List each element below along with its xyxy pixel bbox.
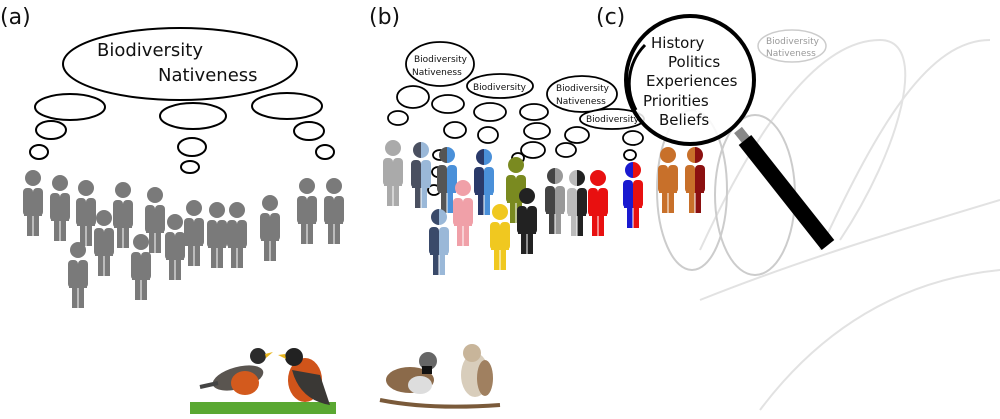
robin-birds-illustration [190,348,336,414]
people-group [23,140,705,308]
person-icon [490,204,510,270]
person-icon [94,210,114,276]
person-icon [383,140,403,206]
lens-word-politics: Politics [668,53,720,71]
bubble-b3-line1: Biodiversity [556,84,610,94]
person-icon [113,182,133,248]
person-icon [545,168,565,234]
person-icon [207,202,227,268]
lens-word-beliefs: Beliefs [659,111,709,129]
person-icon [50,175,70,241]
bubble-b1-line1: Biodiversity [414,55,468,65]
person-icon [588,170,608,236]
person-icon [567,170,587,236]
person-icon [165,214,185,280]
bubble-b2-line1: Biodiversity [473,83,527,93]
person-icon [623,162,643,228]
person-icon [68,242,88,308]
lens-word-history: History [651,34,704,52]
panel-b-thought-bubbles [387,41,645,196]
panel-a-thought-bubbles [29,27,335,174]
lens-word-priorities: Priorities [643,92,709,110]
person-icon [131,234,151,300]
person-icon [184,200,204,266]
bubble-b4-line1: Biodiversity [586,115,640,125]
lens-word-experiences: Experiences [646,72,738,90]
bubble-text-nativeness: Nativeness [158,65,258,86]
faded-bubble-line2: Nativeness [766,49,816,59]
panel-label-a: (a) [0,5,31,30]
person-icon [517,188,537,254]
faded-background-shapes [656,38,1000,411]
person-icon [145,187,165,253]
sparrow-birds-illustration [379,344,501,409]
panel-label-c: (c) [596,5,625,30]
bubble-b1-line2: Nativeness [412,68,462,78]
person-icon [437,147,457,213]
panel-label-b: (b) [369,5,400,30]
person-icon [23,170,43,236]
person-icon [227,202,247,268]
magnifying-glass-icon [624,14,835,250]
person-icon [411,142,431,208]
person-icon [685,147,705,213]
person-icon [297,178,317,244]
person-icon [324,178,344,244]
person-icon [76,180,96,246]
bubble-text-biodiversity: Biodiversity [97,40,203,61]
person-icon [453,180,473,246]
person-icon [658,147,678,213]
person-icon [474,149,494,215]
bubble-b3-line2: Nativeness [556,97,606,107]
faded-bubble [757,29,827,63]
person-icon [260,195,280,261]
faded-bubble-line1: Biodiversity [766,37,820,47]
person-icon [429,209,449,275]
